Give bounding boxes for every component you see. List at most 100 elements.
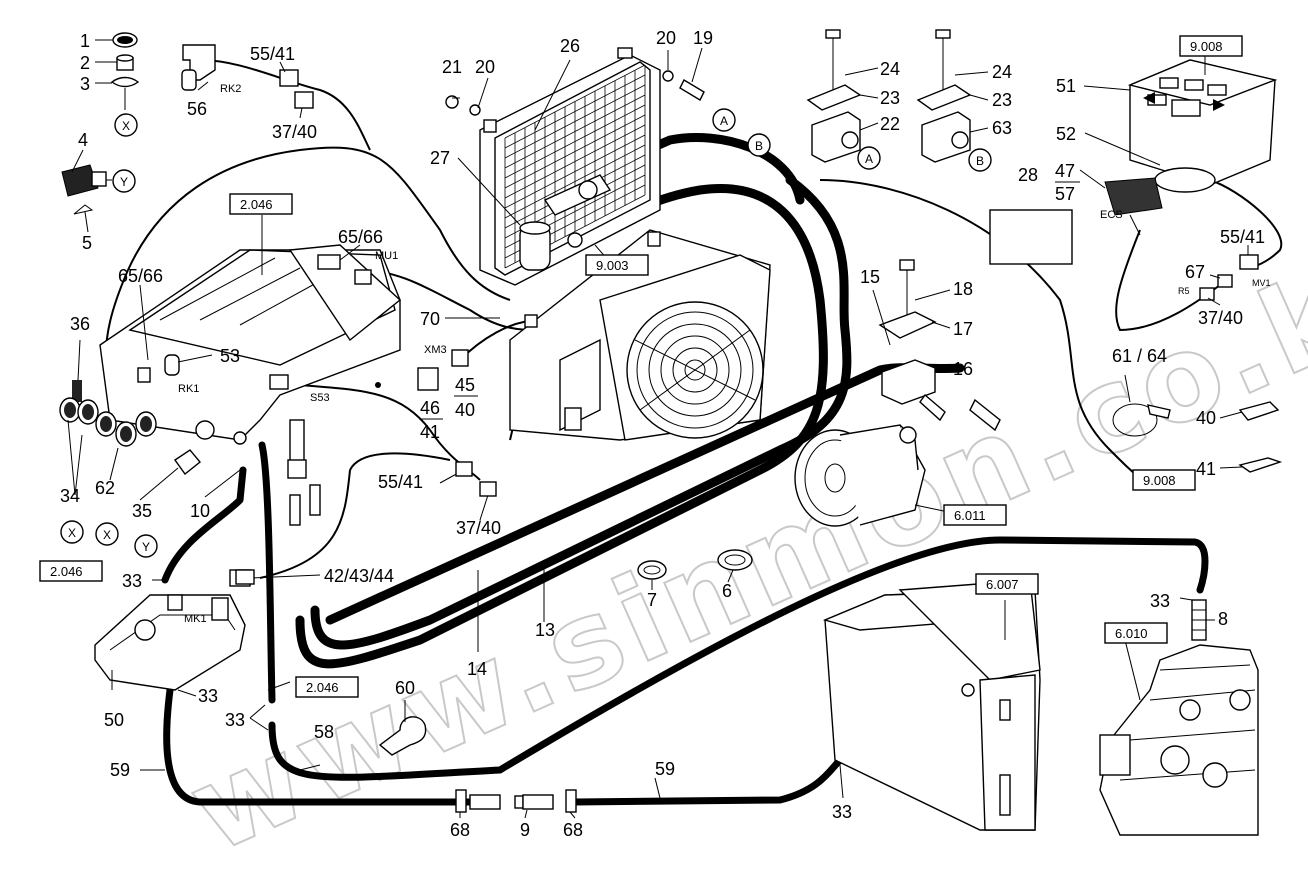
climate-control-panel [1127,59,1278,193]
callout-37-40-a: 37/40 [272,122,317,142]
callout-22: 22 [880,114,900,134]
ref-2046-bottom: 2.046 [306,680,339,695]
callout-55-41-a: 55/41 [250,44,295,64]
callout-28: 28 [1018,165,1038,185]
callout-56: 56 [187,99,207,119]
callout-4: 4 [78,130,88,150]
callout-55-41-c: 55/41 [1220,227,1265,247]
compressor-fitting-block [878,259,1001,432]
callout-5: 5 [82,233,92,253]
callout-6: 6 [722,581,732,601]
ref-2046-top: 2.046 [240,197,273,212]
fitting-8 [1191,599,1207,641]
callout-19: 19 [693,28,713,48]
callout-16: 16 [953,359,973,379]
callout-3: 3 [80,74,90,94]
callout-37-40-c: 37/40 [1198,308,1243,328]
label-s53: S53 [310,392,330,404]
callout-24-a: 24 [880,59,900,79]
cable-tie [1112,403,1171,437]
callout-42-43-44: 42/43/44 [324,566,394,586]
fraction-dividers [419,181,1080,420]
callout-20-a: 20 [475,57,495,77]
component-labels: RK2 MU1 RK1 XM3 S53 MK1 ECS R5 MV1 [178,83,1271,625]
callout-63: 63 [992,118,1012,138]
callout-62: 62 [95,478,115,498]
evaporator-fan-unit [509,229,771,441]
air-vents [59,380,201,476]
callout-8: 8 [1218,609,1228,629]
callout-33-a: 33 [122,571,142,591]
callout-labels: 1 2 3 4 5 56 55/41 37/40 65/66 65/66 36 … [60,28,1265,840]
label-mv1: MV1 [1252,278,1271,288]
ac-compressor [794,424,926,527]
wiring-harness [104,59,1283,579]
callout-46: 46 [420,398,440,418]
grommets [637,549,753,580]
callout-60: 60 [395,678,415,698]
ref-6011: 6.011 [954,508,986,523]
callout-67: 67 [1185,262,1205,282]
callout-41: 41 [1196,459,1216,479]
pressure-switch-parts [110,32,140,110]
marker-y-2: Y [142,540,150,554]
callout-35: 35 [132,501,152,521]
ref-9008-top: 9.008 [1190,39,1223,54]
callout-68-b: 68 [563,820,583,840]
callout-52: 52 [1056,124,1076,144]
engine-block [1099,644,1259,836]
relay-rk2-bracket [181,44,314,109]
callout-23-b: 23 [992,90,1012,110]
circle-markers: X Y X X Y A B A B [60,108,992,558]
callout-7: 7 [647,590,657,610]
callout-36: 36 [70,314,90,334]
callout-55-41-b: 55/41 [378,472,423,492]
heater-valve-mk1 [94,569,251,691]
callout-20-b: 20 [656,28,676,48]
callout-17: 17 [953,319,973,339]
connector-55-41-right [1199,254,1259,301]
label-r5: R5 [1178,286,1190,296]
callout-10: 10 [190,501,210,521]
callout-50: 50 [104,710,124,730]
callout-18: 18 [953,279,973,299]
receiver-drier [519,174,612,271]
hose-clamp-b [916,29,972,163]
ecs-connector [1104,177,1163,236]
fasteners [445,70,705,116]
marker-a-2: A [865,152,873,166]
hose-coupling [455,789,577,813]
marker-x-3: X [103,528,111,542]
ref-6010: 6.010 [1115,626,1148,641]
switch-4 [61,164,112,215]
callout-70: 70 [420,309,440,329]
callout-45: 45 [455,375,475,395]
marker-a-1: A [720,114,728,128]
heater-hoses [161,441,1209,806]
callout-47: 47 [1055,161,1075,181]
callout-2: 2 [80,53,90,73]
callout-65-66-b: 65/66 [118,266,163,286]
callout-23-a: 23 [880,88,900,108]
ref-2046-left: 2.046 [50,564,83,579]
callout-37-40-b: 37/40 [456,518,501,538]
callout-13: 13 [535,620,555,640]
reference-boxes: 2.046 9.003 9.008 9.008 6.011 2.046 2.04… [39,35,1243,698]
callout-40: 40 [1196,408,1216,428]
label-rk1: RK1 [178,383,199,395]
ref-6007: 6.007 [986,577,1019,592]
hvac-unit [99,244,402,479]
callout-40-b: 40 [455,400,475,420]
callout-53: 53 [220,346,240,366]
label-rk2: RK2 [220,83,241,95]
callout-9: 9 [520,820,530,840]
callout-65-66-a: 65/66 [338,227,383,247]
callout-59-b: 59 [655,759,675,779]
marker-x-2: X [68,526,76,540]
callout-26: 26 [560,36,580,56]
callout-57: 57 [1055,184,1075,204]
callout-33-b: 33 [198,686,218,706]
callout-14: 14 [467,659,487,679]
label-mk1: MK1 [184,613,207,625]
